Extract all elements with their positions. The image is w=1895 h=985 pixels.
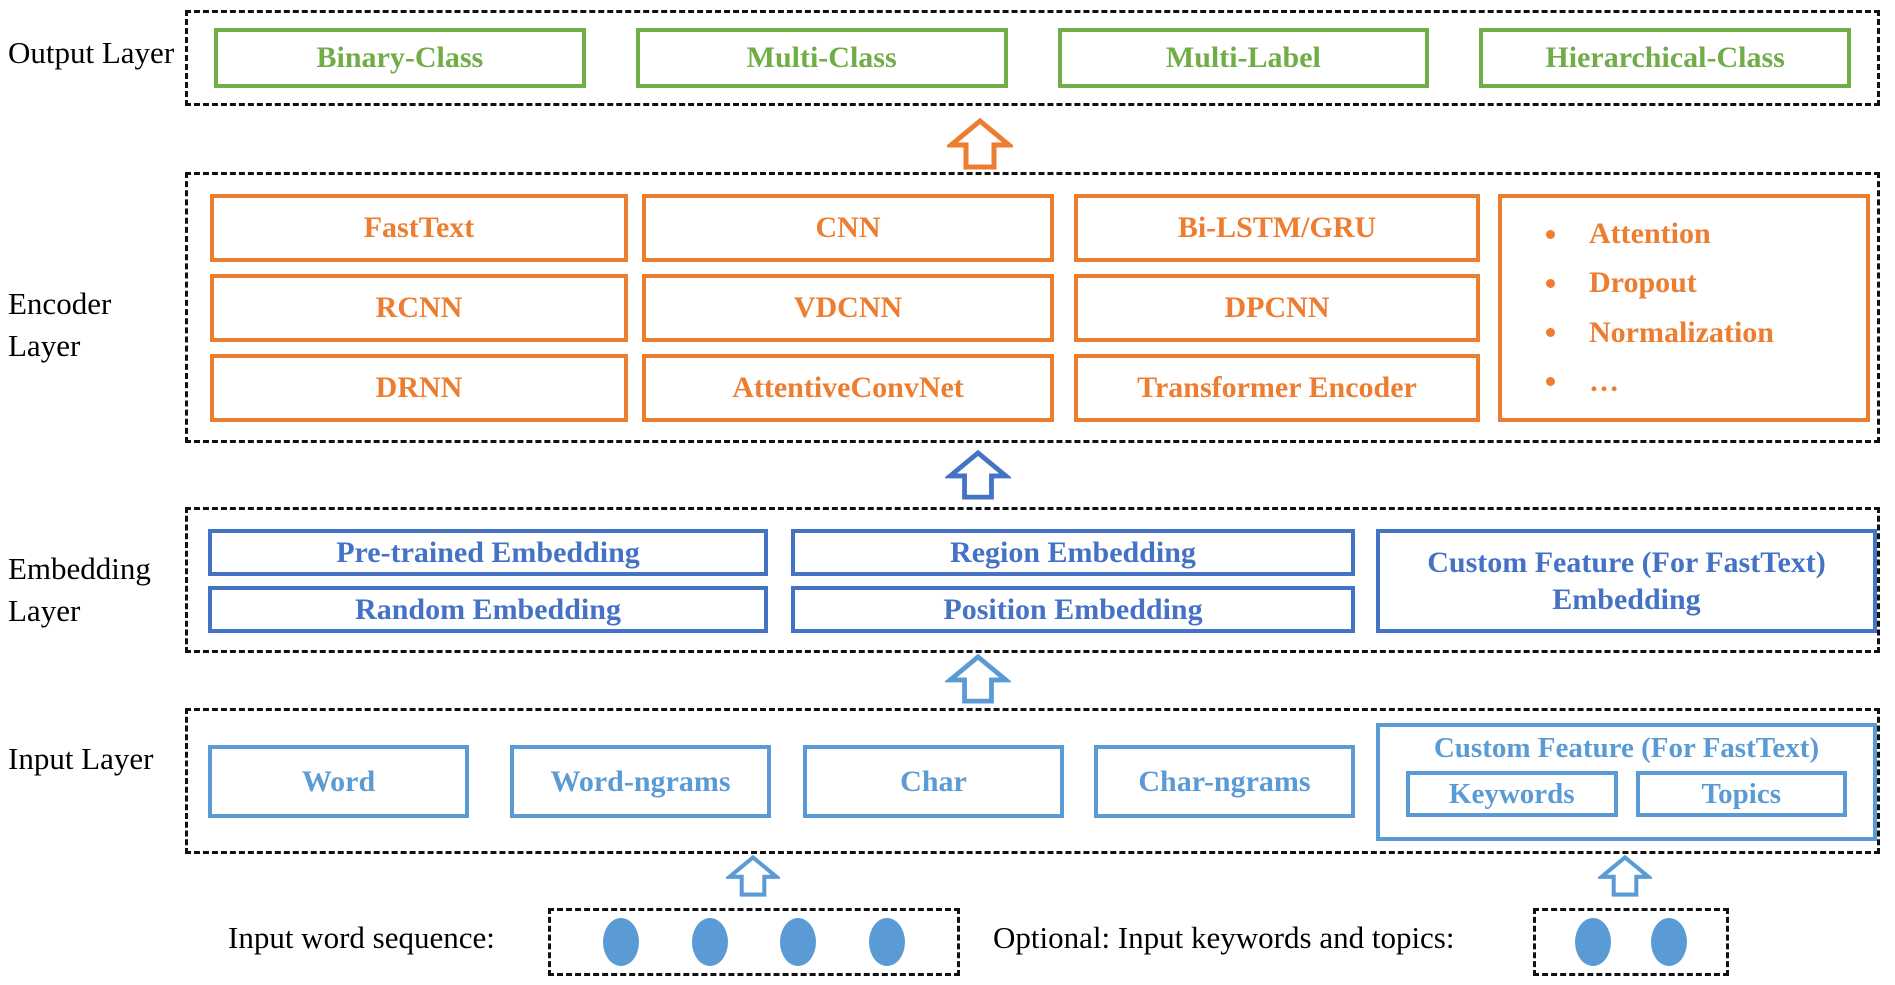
keywords-topics-label: Optional: Input keywords and topics: bbox=[993, 920, 1455, 955]
input-box-word-ngrams: Word-ngrams bbox=[510, 745, 771, 818]
token-dot-icon bbox=[1575, 918, 1612, 966]
word-sequence-dots-box bbox=[548, 908, 960, 976]
input-box-topics: Topics bbox=[1635, 771, 1847, 817]
token-dot-icon bbox=[780, 918, 817, 966]
bullet-icon bbox=[1546, 278, 1555, 288]
embedding-box-random: Random Embedding bbox=[208, 586, 768, 633]
up-arrow-icon bbox=[945, 450, 1011, 500]
extras-item-dropout: Dropout bbox=[1546, 266, 1866, 300]
input-custom-feature-box: Custom Feature (For FastText) Keywords T… bbox=[1376, 723, 1877, 841]
extras-item-normalization: Normalization bbox=[1546, 316, 1866, 350]
encoder-box-rcnn: RCNN bbox=[210, 274, 628, 342]
output-box-multi-class: Multi-Class bbox=[635, 28, 1008, 88]
embedding-box-custom-feature: Custom Feature (For FastText) Embedding bbox=[1376, 529, 1877, 633]
up-arrow-icon bbox=[945, 654, 1011, 704]
token-dot-icon bbox=[1650, 918, 1687, 966]
extras-item-label: Dropout bbox=[1589, 266, 1697, 300]
encoder-box-bilstm-gru: Bi-LSTM/GRU bbox=[1074, 194, 1480, 262]
keywords-topics-dots-box bbox=[1533, 908, 1729, 976]
embedding-box-position: Position Embedding bbox=[791, 586, 1355, 633]
up-arrow-icon bbox=[947, 118, 1013, 170]
encoder-layer-label: Encoder Layer bbox=[8, 286, 112, 363]
output-box-hierarchical-class: Hierarchical-Class bbox=[1479, 28, 1851, 88]
encoder-column-2: CNN VDCNN AttentiveConvNet bbox=[642, 194, 1054, 440]
extras-item-label: Normalization bbox=[1589, 315, 1774, 349]
token-dot-icon bbox=[868, 918, 905, 966]
encoder-box-drnn: DRNN bbox=[210, 354, 628, 422]
output-box-binary-class: Binary-Class bbox=[214, 28, 586, 88]
embedding-column-1: Pre-trained Embedding Random Embedding bbox=[208, 529, 768, 650]
up-arrow-icon bbox=[726, 855, 780, 897]
embedding-layer-label: Embedding Layer bbox=[8, 551, 151, 628]
embedding-box-pretrained: Pre-trained Embedding bbox=[208, 529, 768, 576]
encoder-column-1: FastText RCNN DRNN bbox=[210, 194, 628, 440]
input-layer-label: Input Layer bbox=[8, 741, 154, 776]
encoder-layer-container: FastText RCNN DRNN CNN VDCNN AttentiveCo… bbox=[185, 172, 1880, 443]
embedding-box-region: Region Embedding bbox=[791, 529, 1355, 576]
custom-feature-title: Custom Feature (For FastText) bbox=[1433, 732, 1820, 764]
extras-item-label: … bbox=[1589, 364, 1619, 398]
output-layer-label: Output Layer bbox=[8, 35, 175, 70]
embedding-column-2: Region Embedding Position Embedding bbox=[791, 529, 1355, 650]
bullet-icon bbox=[1546, 229, 1555, 239]
input-layer-container: Word Word-ngrams Char Char-ngrams Custom… bbox=[185, 708, 1880, 854]
custom-feature-row: Keywords Topics bbox=[1406, 771, 1847, 817]
encoder-box-cnn: CNN bbox=[642, 194, 1054, 262]
encoder-extras-box: Attention Dropout Normalization … bbox=[1498, 194, 1870, 422]
token-dot-icon bbox=[691, 918, 728, 966]
output-box-multi-label: Multi-Label bbox=[1057, 28, 1430, 88]
encoder-box-transformer-encoder: Transformer Encoder bbox=[1074, 354, 1480, 422]
encoder-box-fasttext: FastText bbox=[210, 194, 628, 262]
word-sequence-label: Input word sequence: bbox=[228, 920, 495, 955]
encoder-box-dpcnn: DPCNN bbox=[1074, 274, 1480, 342]
encoder-column-3: Bi-LSTM/GRU DPCNN Transformer Encoder bbox=[1074, 194, 1480, 440]
input-box-word: Word bbox=[208, 745, 469, 818]
token-dot-icon bbox=[603, 918, 640, 966]
input-box-keywords: Keywords bbox=[1406, 771, 1618, 817]
extras-item-attention: Attention bbox=[1546, 217, 1866, 251]
encoder-box-vdcnn: VDCNN bbox=[642, 274, 1054, 342]
encoder-box-attentiveconvnet: AttentiveConvNet bbox=[642, 354, 1054, 422]
up-arrow-icon bbox=[1598, 855, 1652, 897]
input-box-char: Char bbox=[803, 745, 1064, 818]
embedding-layer-container: Pre-trained Embedding Random Embedding R… bbox=[185, 507, 1880, 653]
extras-item-label: Attention bbox=[1589, 217, 1711, 251]
bullet-icon bbox=[1546, 328, 1555, 338]
output-layer-container: Binary-Class Multi-Class Multi-Label Hie… bbox=[185, 10, 1880, 106]
bullet-icon bbox=[1546, 377, 1555, 387]
extras-item-ellipsis: … bbox=[1546, 365, 1866, 399]
input-box-char-ngrams: Char-ngrams bbox=[1094, 745, 1355, 818]
